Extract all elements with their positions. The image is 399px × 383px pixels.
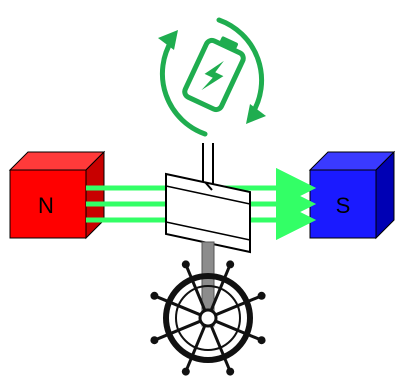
south-pole-label: S [336,193,351,218]
wheel-handle [181,367,190,376]
wheel-rim-inner [175,285,241,351]
coil-loop-face [165,172,251,254]
wheel-rim-outer [163,273,253,363]
north-magnet-face [9,169,87,239]
wheel-handle [226,367,235,376]
coil-loop [165,172,251,254]
field-lines-front [86,168,316,240]
recycle-battery-icon [158,17,266,137]
wheel-handle [150,291,159,300]
north-pole-label: N [38,193,54,218]
recycle-arrowhead-right [246,104,266,124]
wheel-handle [257,336,266,345]
south-magnet: S [308,150,396,240]
wheel-handle [181,260,190,269]
coil-leads [202,143,214,186]
wheel-handle [150,336,159,345]
ship-wheel-icon [150,260,266,376]
recycle-arrowhead-left [158,30,178,50]
wheel-handle [257,291,266,300]
wheel-hub [198,308,218,328]
battery-icon [182,36,246,113]
lightning-bolt-icon [201,60,224,91]
north-magnet: N [8,150,106,240]
wheel-handle [226,260,235,269]
